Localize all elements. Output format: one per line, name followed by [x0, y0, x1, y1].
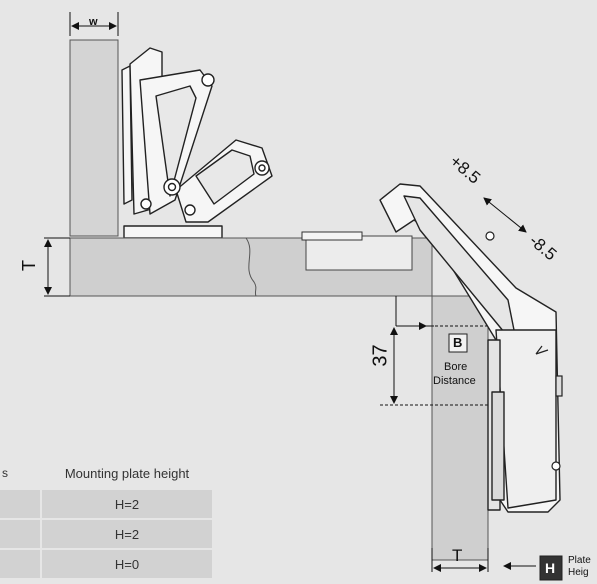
mounting-plate-table: s Mounting plate height H=2 H=2 H=0	[0, 458, 212, 580]
w-label: w	[89, 16, 98, 28]
h-label: H	[545, 560, 556, 576]
height-label: Heig	[568, 567, 589, 578]
table-cell: H=0	[41, 549, 212, 580]
cup-recess	[305, 235, 413, 271]
t-bottom-label: T	[452, 546, 463, 565]
b-box	[448, 333, 468, 353]
table-header-row: s Mounting plate height	[0, 458, 212, 490]
hinge-right-opened	[379, 183, 561, 513]
table-row: H=0	[0, 549, 212, 580]
table-cell: H=2	[41, 489, 212, 520]
hinge-left-screws	[140, 73, 270, 216]
table-cell: H=2	[41, 519, 212, 550]
table-row: H=2	[0, 489, 212, 520]
door-panel-left	[69, 39, 119, 237]
table-header-left: s	[0, 458, 42, 490]
table-header: Mounting plate height	[41, 458, 212, 490]
distance-label: Distance	[433, 375, 476, 387]
adjust-arrow	[483, 197, 527, 233]
hinge-left-folded	[121, 47, 273, 239]
dim-37-label: 37	[369, 344, 392, 367]
t-left-label: T	[19, 260, 39, 271]
bore-label: Bore	[444, 361, 468, 373]
h-box	[539, 555, 563, 581]
b-label: B	[453, 335, 463, 350]
plate-label: Plate	[568, 555, 591, 566]
table-row: H=2	[0, 519, 212, 550]
hinge-right-details	[485, 231, 563, 471]
